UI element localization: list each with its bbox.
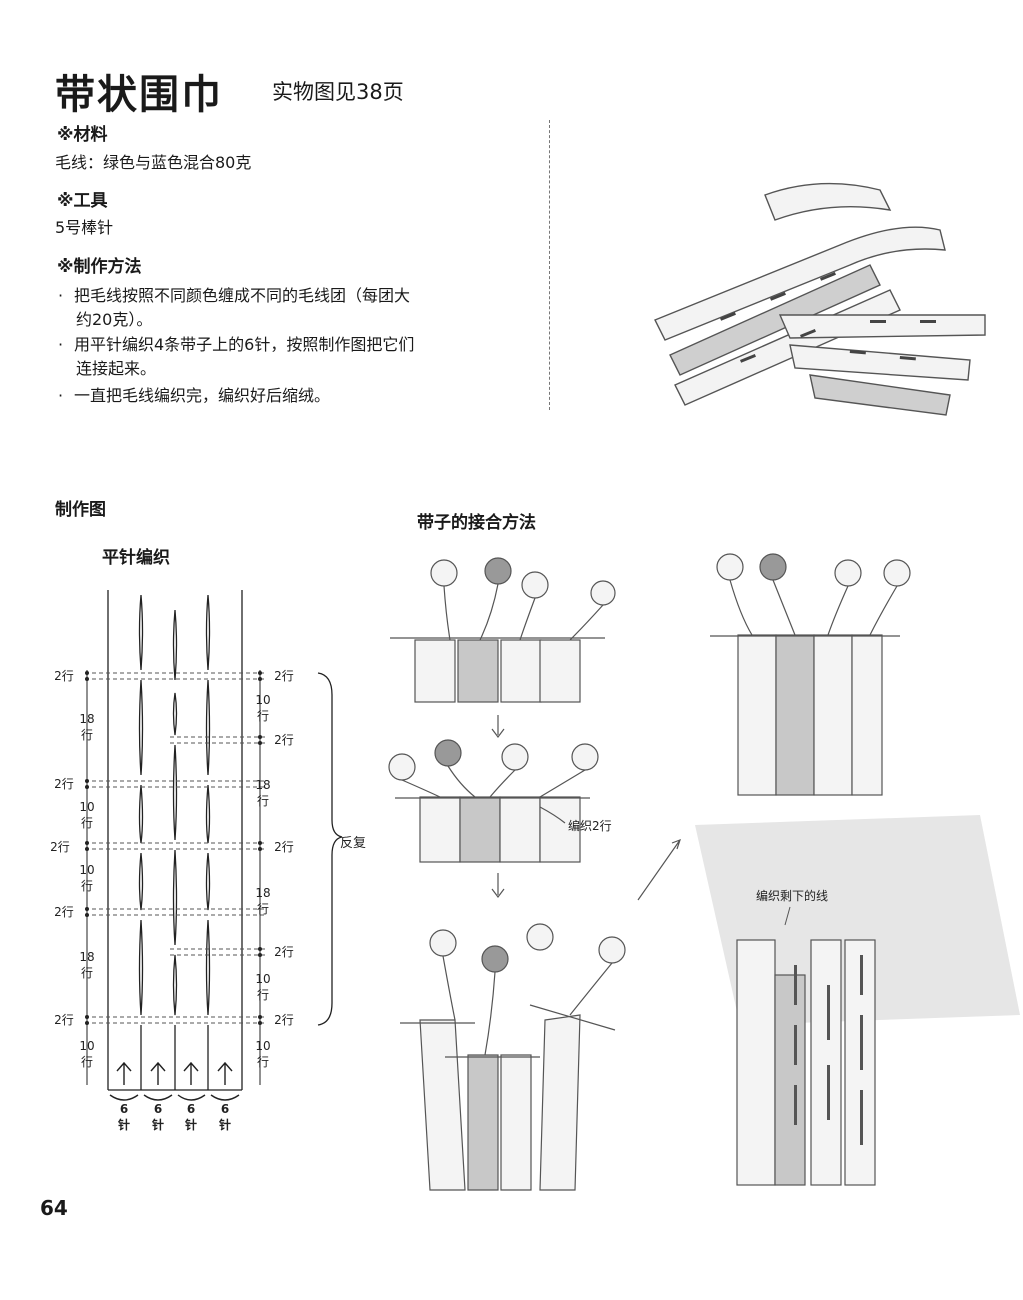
method-step-line: 连接起来。 <box>76 359 157 378</box>
tools-text: 5号棒针 <box>55 218 114 237</box>
row-label: 行 <box>257 794 269 808</box>
method-heading: ※制作方法 <box>57 257 142 277</box>
knit-remaining-label: 编织剩下的线 <box>756 888 828 903</box>
page-number: 64 <box>40 1196 68 1220</box>
stitch-count: 6 <box>221 1102 229 1116</box>
materials-heading: ※材料 <box>57 125 108 145</box>
row-label: 10 <box>255 693 270 707</box>
row-label: 行 <box>81 816 93 830</box>
row-label: 行 <box>81 1055 93 1069</box>
row-label: 18 <box>79 950 94 964</box>
method-step: ·把毛线按照不同颜色缠成不同的毛线团（每团大 约20克）。 <box>58 284 518 332</box>
stitch-count: 6 <box>187 1102 195 1116</box>
row-label: 2行 <box>54 905 74 919</box>
method-step-line: 约20克）。 <box>76 310 153 329</box>
row-label: 2行 <box>274 840 294 854</box>
row-label: 18 <box>255 886 270 900</box>
method-step: ·一直把毛线编织完，编织好后缩绒。 <box>58 386 331 405</box>
watermark-text: PDG <box>935 1044 974 1074</box>
row-label: 2行 <box>274 945 294 959</box>
repeat-label: 反复 <box>340 836 366 851</box>
row-label: 2行 <box>274 733 294 747</box>
knit-two-rows-label: 编织2行 <box>568 818 612 833</box>
scarf-illustration <box>654 182 986 416</box>
row-label: 行 <box>257 902 269 916</box>
row-label: 2行 <box>274 1013 294 1027</box>
row-label: 2行 <box>54 669 74 683</box>
row-label: 2行 <box>50 840 70 854</box>
row-label: 行 <box>257 988 269 1002</box>
method-step-line: 把毛线按照不同颜色缠成不同的毛线团（每团大 <box>74 286 411 305</box>
stitch-unit: 针 <box>185 1117 197 1132</box>
knitting-chart: 2行 18 行 2行 10 行 2行 10 行 2行 18 行 2行 10 行 … <box>50 590 366 1132</box>
watermark-stamp <box>695 815 1020 1025</box>
page-title: 带状围巾 <box>55 72 223 118</box>
row-label: 行 <box>81 966 93 980</box>
stitch-unit: 针 <box>152 1117 164 1132</box>
joining-illustrations: 编织2行 PDG <box>388 553 1020 1191</box>
row-label: 18 <box>255 778 270 792</box>
row-label: 行 <box>81 879 93 893</box>
method-step-line: 用平针编织4条带子上的6针，按照制作图把它们 <box>74 335 415 354</box>
row-label: 2行 <box>54 1013 74 1027</box>
row-label: 2行 <box>54 777 74 791</box>
tools-heading: ※工具 <box>57 191 108 211</box>
stitch-unit: 针 <box>219 1117 231 1132</box>
row-label: 2行 <box>274 669 294 683</box>
method-step: ·用平针编织4条带子上的6针，按照制作图把它们 连接起来。 <box>58 333 518 381</box>
row-label: 10 <box>255 972 270 986</box>
row-label: 18 <box>79 712 94 726</box>
photo-page-reference: 实物图见38页 <box>272 80 404 104</box>
row-label: 行 <box>257 709 269 723</box>
row-label: 行 <box>81 728 93 742</box>
materials-text: 毛线：绿色与蓝色混合80克 <box>55 153 252 172</box>
row-label: 10 <box>79 800 94 814</box>
row-label: 行 <box>257 1055 269 1069</box>
stitch-count: 6 <box>120 1102 128 1116</box>
row-label: 10 <box>79 863 94 877</box>
row-label: 10 <box>255 1039 270 1053</box>
stitch-unit: 针 <box>118 1117 130 1132</box>
chart-heading: 制作图 <box>55 500 106 520</box>
method-step-line: 一直把毛线编织完，编织好后缩绒。 <box>74 386 331 405</box>
stitch-count: 6 <box>154 1102 162 1116</box>
stockinette-heading: 平针编织 <box>102 548 170 568</box>
joining-heading: 带子的接合方法 <box>417 513 536 533</box>
column-divider <box>549 120 550 410</box>
row-label: 10 <box>79 1039 94 1053</box>
